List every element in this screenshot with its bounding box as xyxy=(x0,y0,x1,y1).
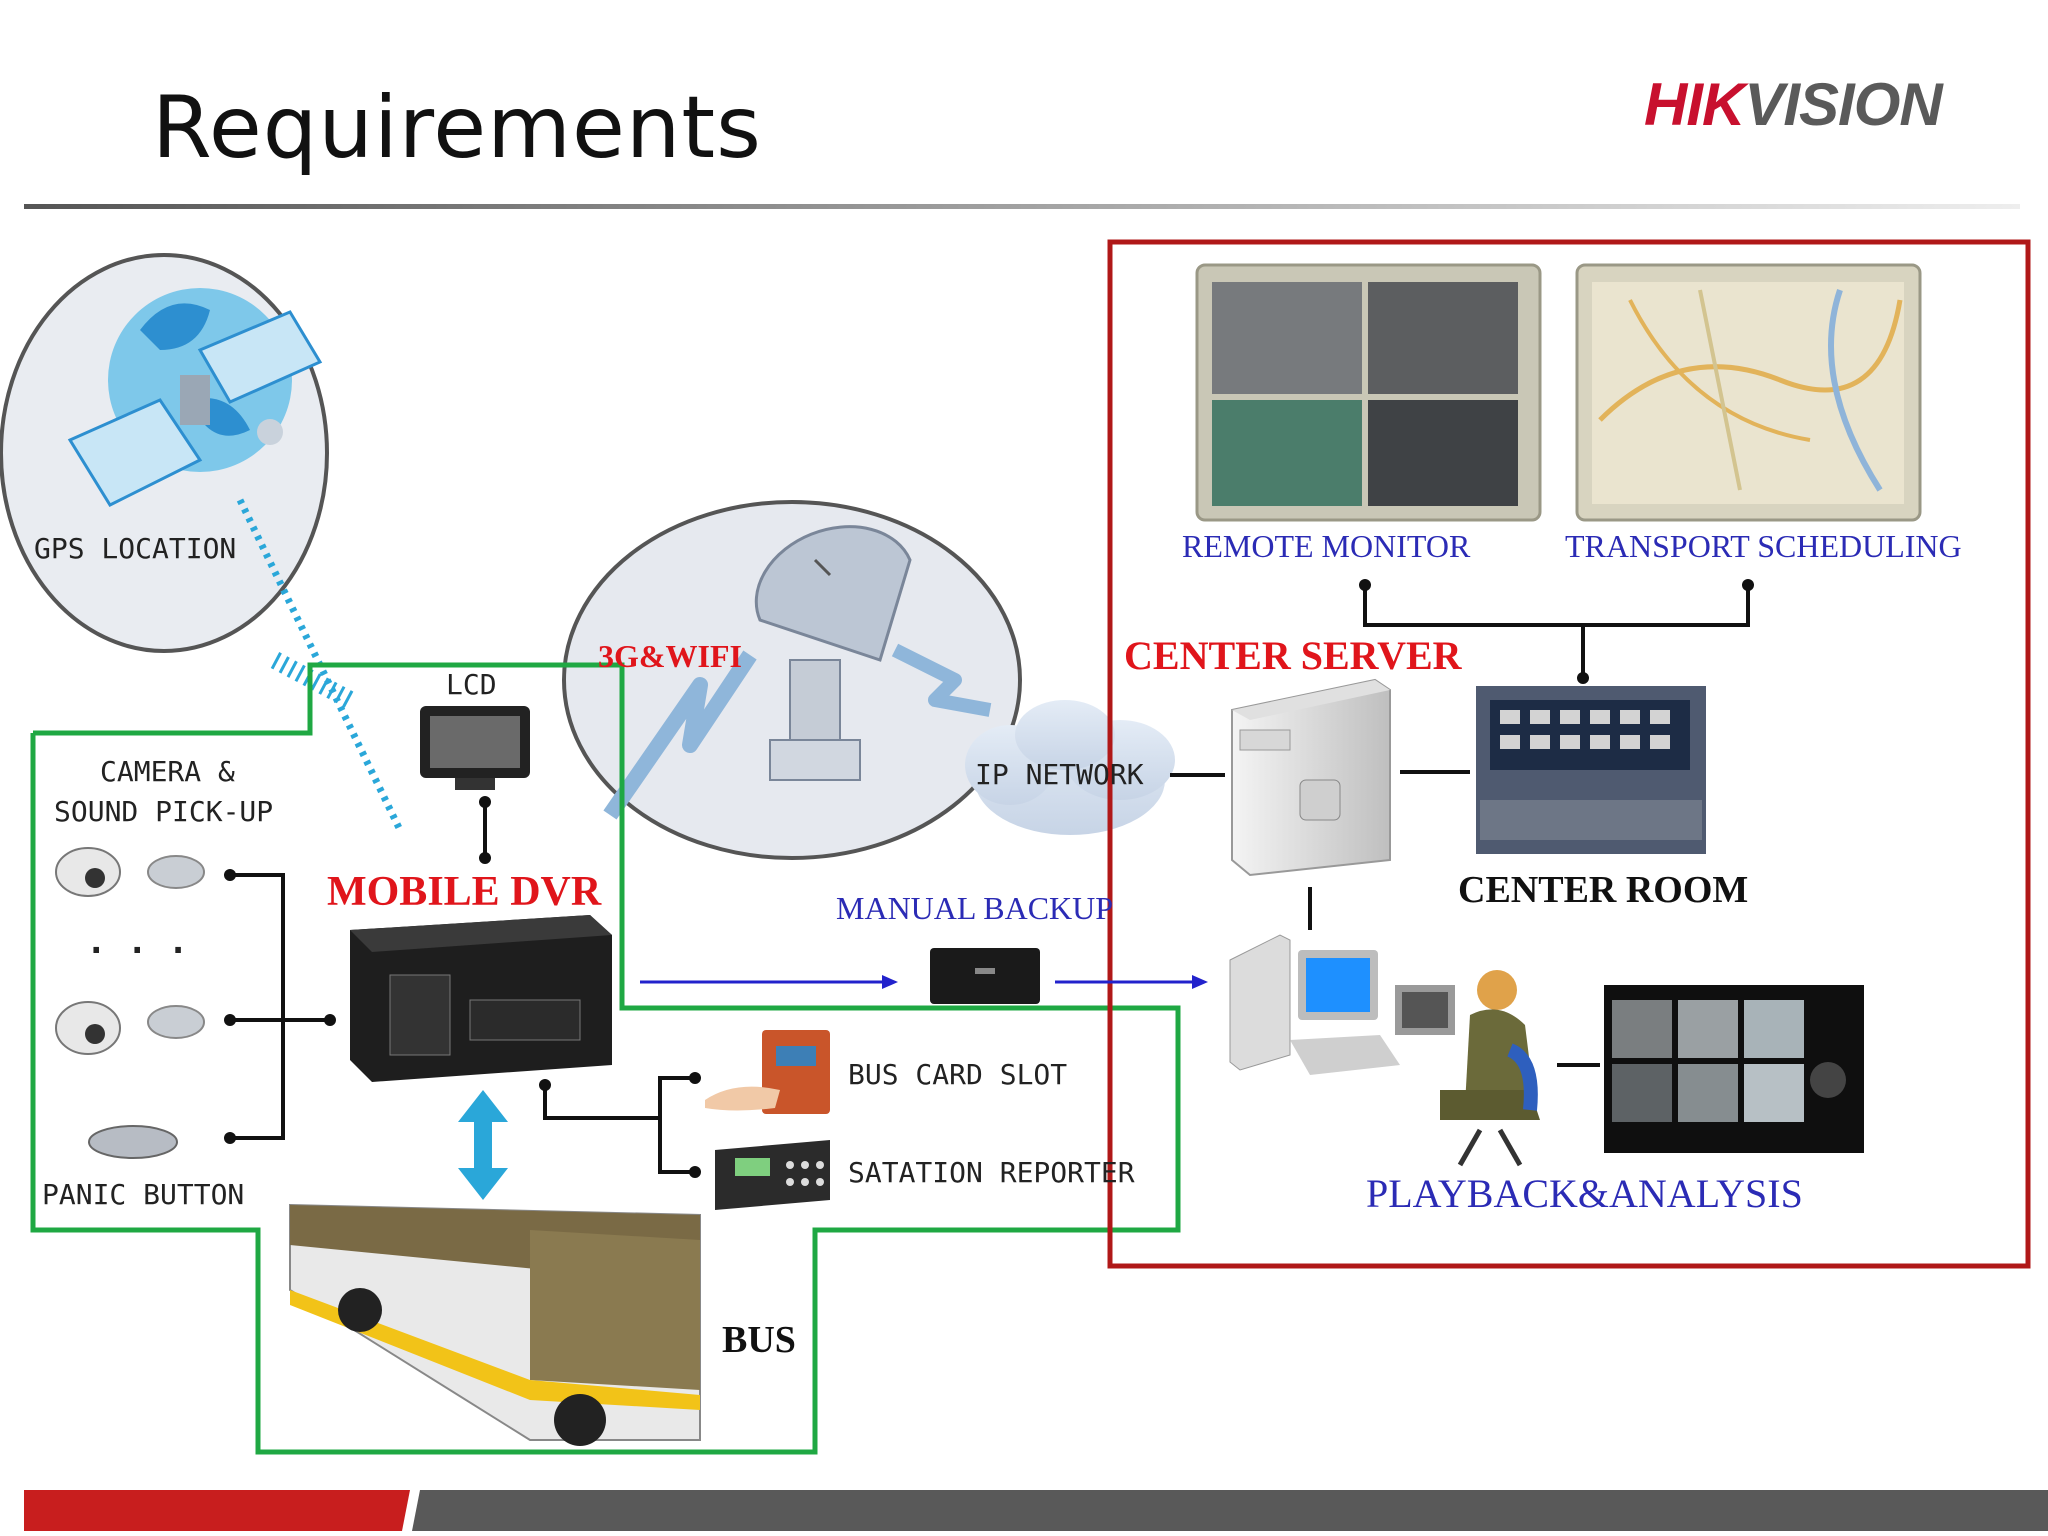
bus-link-arrow-icon xyxy=(458,1090,508,1200)
gps-location-label: GPS LOCATION xyxy=(34,532,237,565)
ip-network-cloud xyxy=(965,700,1175,835)
remote-monitor-screen-image xyxy=(1195,263,1542,522)
globe-satellite-icon xyxy=(67,288,323,507)
center-room-photo xyxy=(1476,686,1706,854)
panic-button-icon xyxy=(88,1125,178,1159)
manual-backup-device-icon xyxy=(930,948,1040,1004)
workstation-computer-icon xyxy=(1229,934,1455,1075)
footer-red-bar xyxy=(24,1490,410,1531)
transport-map-image xyxy=(1575,263,1922,522)
operator-person-icon xyxy=(1440,970,1540,1167)
mobile-dvr-icon xyxy=(350,915,612,1082)
station-reporter-label: SATATION REPORTER xyxy=(848,1156,1135,1189)
dome-camera-icon-1 xyxy=(55,847,121,897)
microphone-icon-1 xyxy=(147,855,205,889)
ip-network-label: IP NETWORK xyxy=(975,758,1144,791)
hikvision-logo: HIKVISION xyxy=(1644,70,1943,139)
center-server-icon xyxy=(1231,678,1391,877)
logo-text-vision: VISION xyxy=(1744,71,1942,138)
monitor-scheduling-connectors xyxy=(1363,585,1750,678)
transport-scheduling-label: TRANSPORT SCHEDULING xyxy=(1565,528,1962,564)
lcd-screen-icon xyxy=(420,706,530,790)
camera-connectors xyxy=(230,873,330,1140)
bus-label: BUS xyxy=(722,1319,796,1361)
playback-analysis-screen-image xyxy=(1604,985,1864,1153)
manual-backup-label: MANUAL BACKUP xyxy=(836,890,1114,926)
center-server-label: CENTER SERVER xyxy=(1124,633,1462,678)
camera-label-line1: CAMERA & xyxy=(100,755,235,788)
center-system-boundary xyxy=(1107,239,2031,1269)
playback-analysis-label: PLAYBACK&ANALYSIS xyxy=(1366,1171,1803,1216)
wireless-bolt-right xyxy=(891,643,992,717)
footer-gray-bar xyxy=(412,1490,2048,1531)
microphone-icon-2 xyxy=(147,1005,205,1039)
bus-icon xyxy=(289,1203,701,1446)
dome-camera-icon-2 xyxy=(55,1001,121,1055)
logo-text-hik: HIK xyxy=(1644,71,1745,138)
more-cameras-dots: . . . xyxy=(86,922,189,962)
wifi-label: 3G&WIFI xyxy=(598,638,742,674)
peripheral-connectors xyxy=(543,1076,695,1174)
mobile-system-boundary xyxy=(30,662,1181,1455)
page-title: Requirements xyxy=(152,78,762,178)
camera-label-line2: SOUND PICK-UP xyxy=(54,795,274,828)
station-reporter-icon xyxy=(715,1140,830,1210)
bus-card-slot-label: BUS CARD SLOT xyxy=(848,1058,1068,1091)
panic-button-label: PANIC BUTTON xyxy=(42,1178,245,1211)
remote-monitor-label: REMOTE MONITOR xyxy=(1182,528,1471,564)
bus-card-slot-icon xyxy=(705,1030,830,1114)
lcd-label: LCD xyxy=(446,668,497,701)
satellite-dish-icon xyxy=(754,525,912,781)
center-room-label: CENTER ROOM xyxy=(1458,869,1749,911)
header-divider xyxy=(24,204,2020,209)
wireless-bolt-left xyxy=(603,650,757,820)
mobile-dvr-label: MOBILE DVR xyxy=(327,869,602,915)
